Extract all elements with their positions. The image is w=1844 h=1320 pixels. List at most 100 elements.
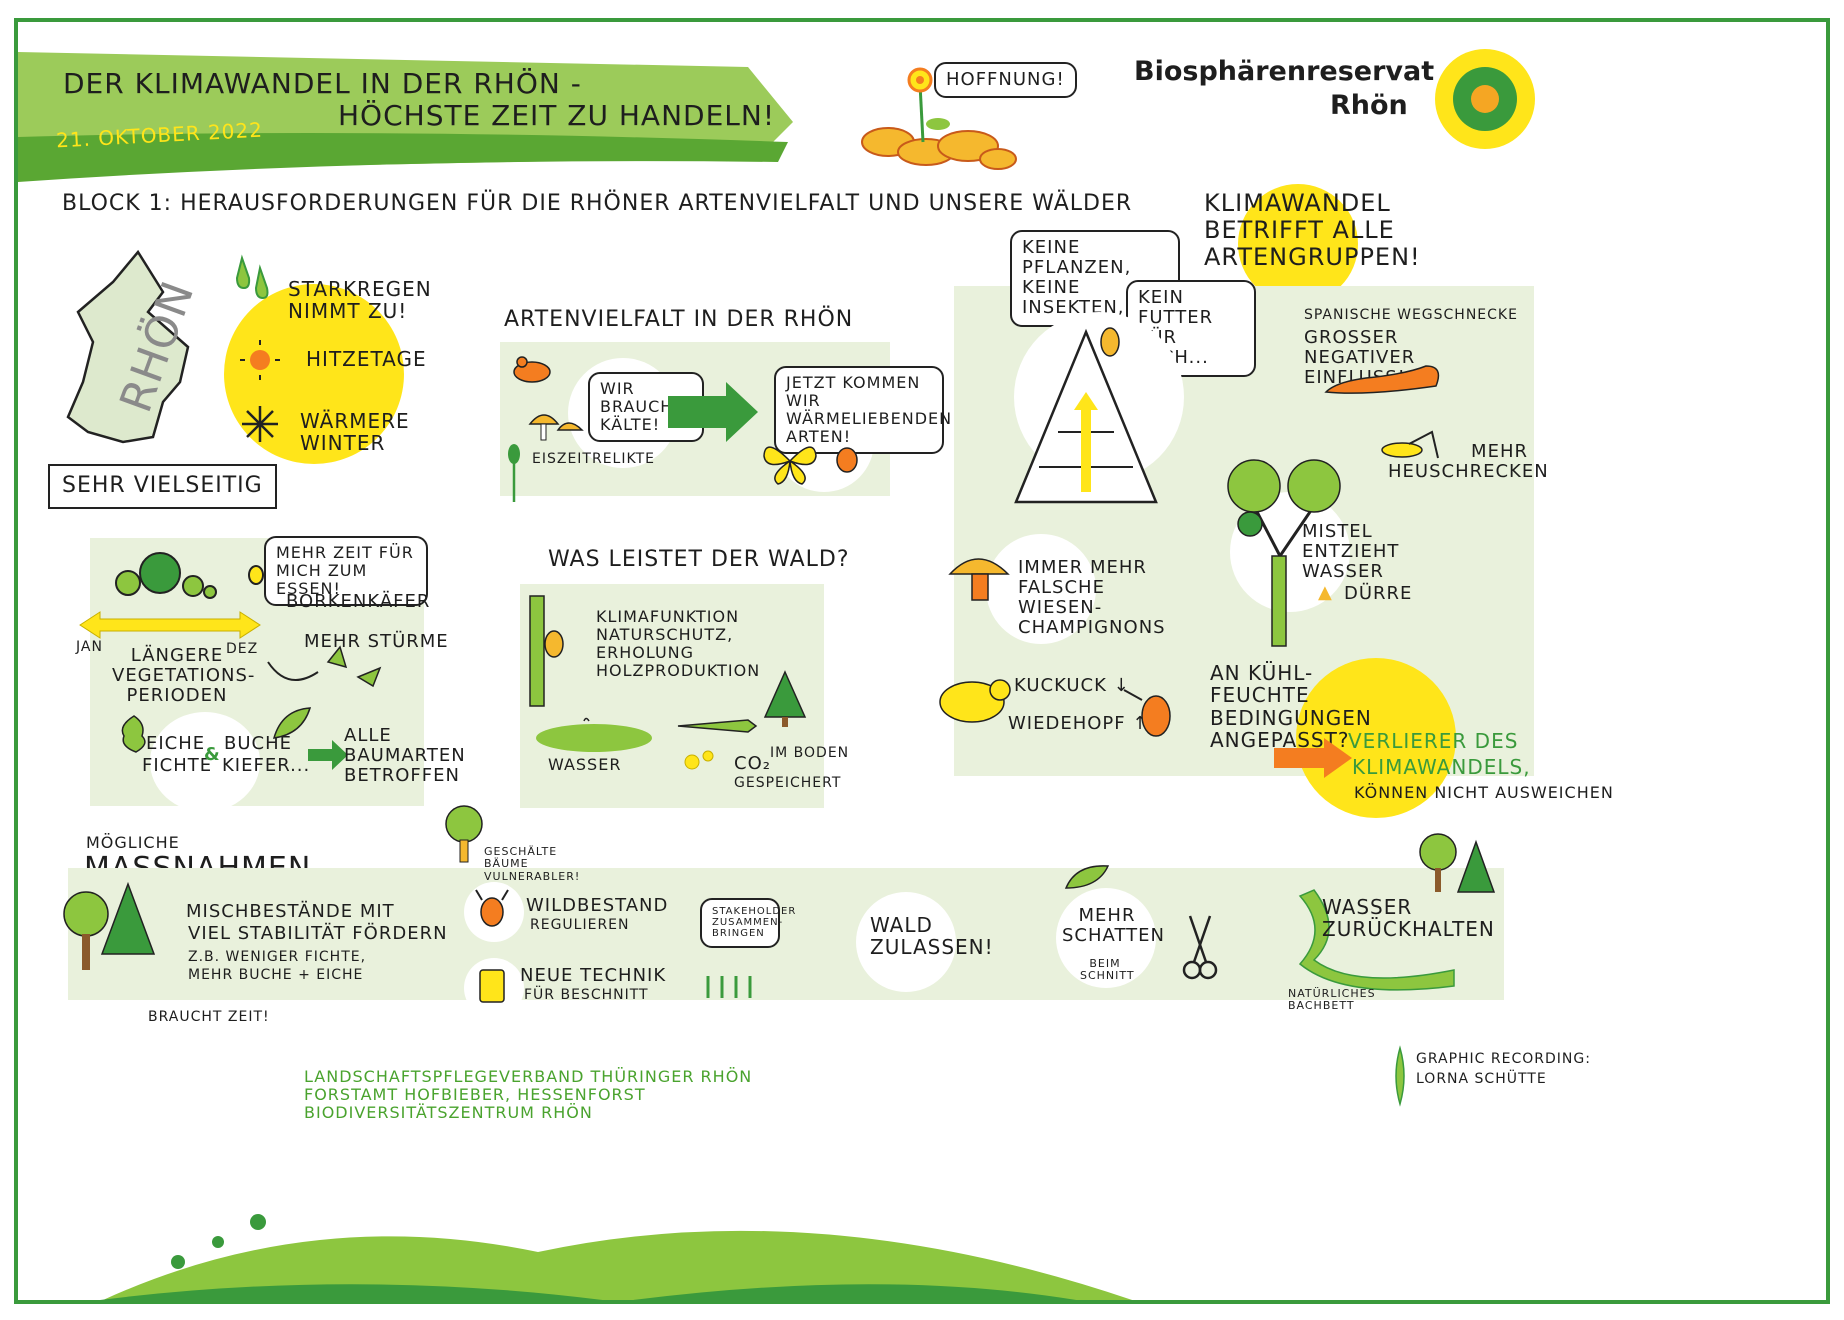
scissors-icon	[1182, 915, 1218, 980]
allow-forest-text: WALD ZULASSEN!	[870, 913, 994, 960]
season-arrow	[79, 611, 261, 639]
warning-icon: ▲	[1318, 582, 1332, 603]
mushroom-circle	[986, 534, 1096, 644]
grasshopper-icon	[1381, 430, 1439, 459]
streambed-text: NATÜRLICHES BACHBETT	[1288, 987, 1376, 1013]
slug-title: SPANISCHE WEGSCHNECKE	[1304, 307, 1518, 323]
puddle-icon	[536, 717, 652, 752]
bubbles-icon	[684, 750, 714, 770]
adapted-question: AN KÜHL-FEUCHTE BEDINGUNGEN ANGEPASST?	[1210, 661, 1372, 753]
mouse-icon	[513, 356, 551, 383]
vegetation-period-text: LÄNGERE VEGETATIONS-PERIODEN	[112, 645, 256, 707]
partner-3: BIODIVERSITÄTSZENTRUM RHÖN	[304, 1103, 593, 1122]
partner-1: LANDSCHAFTSPFLEGEVERBAND THÜRINGER RHÖN	[304, 1067, 753, 1086]
drought-text: DÜRRE	[1344, 583, 1413, 604]
biosphere-logo	[1435, 49, 1535, 149]
butterfly-icon	[763, 446, 817, 485]
snowflake-icon	[242, 406, 278, 442]
mushrooms-icon	[528, 414, 584, 441]
slug-icon	[1324, 365, 1440, 394]
forest-benefits-heading: WAS LEISTET DER WALD?	[548, 547, 850, 572]
retain-water-text: WASSER ZURÜCKHALTEN	[1322, 895, 1495, 942]
co2-label: CO₂	[734, 753, 771, 774]
tree-species-circle	[150, 712, 260, 812]
tree-with-owl-icon	[529, 595, 564, 707]
log-icon	[677, 719, 758, 733]
forest-functions-text: KLIMAFUNKTION NATURSCHUTZ, ERHOLUNG HOLZ…	[596, 607, 761, 680]
spruce-tree-icon	[763, 670, 807, 727]
new-tech-sub: FÜR BESCHNITT	[524, 987, 649, 1003]
warm-species-bubble: JETZT KOMMEN WIR WÄRMELIEBENDEN ARTEN!	[774, 366, 951, 454]
cuckoo-icon	[939, 679, 1011, 723]
peeled-trees-text: GESCHÄLTE BÄUME VULNERABLER!	[484, 845, 581, 883]
food-pyramid-icon	[1014, 327, 1158, 504]
losers-line-1: VERLIERER DES	[1348, 729, 1519, 753]
beetle-speech-bubble: MEHR ZEIT FÜR MICH ZUM ESSEN!	[264, 536, 428, 606]
game-stock-text: WILDBESTAND	[526, 895, 669, 916]
co2-stored-1: IM BODEN	[770, 745, 850, 761]
title-banner	[18, 52, 793, 182]
storm-leaves-icon	[267, 645, 382, 688]
ampersand: &	[204, 744, 220, 765]
mistletoe-text: MISTEL ENTZIEHT WASSER	[1302, 521, 1400, 583]
field-mushroom-icon	[948, 558, 1010, 601]
hope-bubble: HOFFNUNG!	[934, 62, 1077, 99]
credit-line-1: GRAPHIC RECORDING:	[1416, 1051, 1591, 1067]
rhoen-map-icon	[66, 249, 190, 444]
oak-leaf-icon	[121, 715, 146, 753]
shade-sub: BEIM SCHNITT	[1080, 957, 1135, 983]
heat-days-text: HITZETAGE	[306, 347, 427, 371]
diverse-label: SEHR VIELSEITIG	[48, 464, 277, 509]
mixed-stands-1: MISCHBESTÄNDE MIT	[186, 901, 395, 922]
device-icon	[479, 969, 505, 1003]
deer-icon	[475, 889, 509, 927]
partner-2: FORSTAMT HOFBIEBER, HESSENFORST	[304, 1085, 646, 1104]
hoopoe-icon	[1123, 689, 1171, 737]
jan-label: JAN	[76, 639, 103, 655]
beech-leaf-icon	[272, 707, 312, 739]
needs-time-text: BRAUCHT ZEIT!	[148, 1009, 270, 1025]
raindrops-icon	[235, 254, 269, 300]
people-icon	[706, 976, 752, 998]
water-label: WASSER	[548, 755, 622, 774]
headline-yellow-circle	[1238, 184, 1358, 304]
losers-yellow-circle	[1296, 658, 1456, 818]
credit-line-2: LORNA SCHÜTTE	[1416, 1071, 1547, 1087]
all-species-headline: KLIMAWANDEL BETRIFFT ALLE ARTENGRUPPEN!	[1204, 189, 1421, 271]
org-name-line-2: Rhön	[1330, 90, 1408, 121]
spruce-label: FICHTE	[142, 755, 213, 776]
more-shade-text: MEHR SCHATTEN	[1062, 905, 1165, 947]
hoopoe-text: WIEDEHOPF ↑	[1008, 713, 1149, 734]
peeled-tree-icon	[445, 805, 483, 863]
title-line-2: HÖCHSTE ZEIT ZU HANDELN!	[338, 99, 776, 132]
warm-winter-text: WÄRMERE WINTER	[300, 409, 410, 456]
measures-trees-icon	[1419, 833, 1496, 893]
stream-icon	[1298, 889, 1455, 991]
sun-icon	[240, 340, 280, 380]
fake-mushrooms-text: IMMER MEHR FALSCHE WIESEN-CHAMPIGNONS	[1018, 557, 1166, 639]
mixed-stands-2: VIEL STABILITÄT FÖRDERN	[188, 923, 448, 944]
dez-label: DEZ	[226, 641, 259, 657]
oak-label: EICHE	[146, 733, 206, 754]
big-arrow-right	[668, 382, 758, 442]
losers-line-2: KLIMAWANDELS,	[1352, 755, 1531, 779]
shade-leaf-icon	[1064, 865, 1110, 889]
mixed-sub-1: Z.B. WENIGER FICHTE,	[188, 949, 367, 965]
heavy-rain-text: STARKREGEN NIMMT ZU!	[288, 277, 432, 324]
beetle-icon	[248, 565, 264, 585]
mistletoe-tree-icon	[1227, 459, 1341, 647]
trees-icon	[115, 552, 217, 599]
new-tech-text: NEUE TECHNIK	[520, 965, 667, 986]
all-trees-affected-text: ALLE BAUMARTEN BETROFFEN	[344, 725, 466, 787]
measures-kicker: MÖGLICHE	[86, 833, 180, 852]
block1-heading: BLOCK 1: HERAUSFORDERUNGEN FÜR DIE RHÖNE…	[62, 191, 1133, 216]
mixed-forest-icon	[63, 881, 156, 970]
climate-circle	[224, 284, 404, 464]
allow-forest-circle	[856, 892, 956, 992]
grasshopper-text: MEHR HEUSCHRECKEN	[1388, 441, 1549, 483]
poster-frame: DER KLIMAWANDEL IN DER RHÖN - HÖCHSTE ZE…	[14, 18, 1830, 1304]
game-stock-sub: REGULIEREN	[530, 917, 630, 933]
measures-panel	[68, 868, 1504, 1000]
green-hills	[100, 1214, 1133, 1300]
pine-label: KIEFER...	[222, 755, 311, 776]
